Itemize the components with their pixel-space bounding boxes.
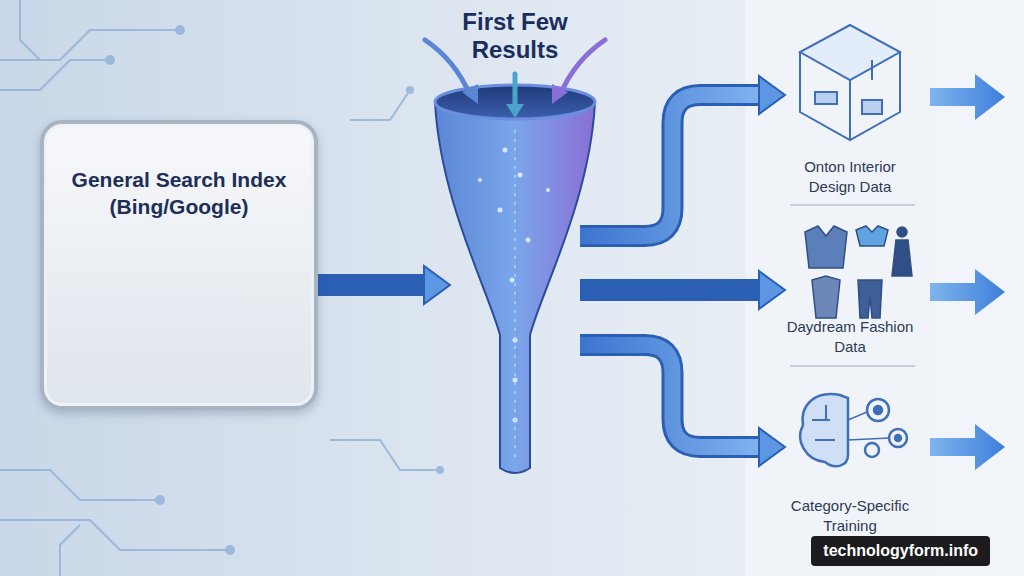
fashion-icon [805, 226, 912, 318]
decor-shape [815, 92, 837, 104]
decor-shape [805, 226, 847, 268]
arrow-outline [580, 279, 759, 301]
node-label: Onton Interior Design Data [785, 157, 915, 196]
decor-shape [506, 104, 524, 118]
decor-shape [790, 365, 915, 367]
decor-shape [425, 40, 470, 95]
right-band [745, 0, 1024, 576]
flow-arrow [580, 76, 785, 236]
decor-shape [176, 26, 184, 34]
room-icon [800, 25, 900, 140]
decor-shape [526, 238, 531, 243]
decor-shape [812, 405, 835, 440]
arrow-body [580, 282, 759, 298]
decor-shape [0, 30, 180, 60]
decor-shape [897, 227, 907, 237]
decor-shape [552, 84, 568, 104]
arrow-head [759, 76, 785, 114]
decor-shape [510, 278, 515, 283]
decor-shape [745, 0, 1024, 576]
category-node: Category-Specific Training [785, 372, 915, 537]
decor-shape [812, 276, 840, 318]
decor-shape [848, 438, 889, 440]
decor-shape [874, 406, 882, 414]
decor-shape [849, 80, 851, 140]
category-node: Daydream Fashion Data [785, 212, 915, 360]
decor-shape [930, 424, 1005, 470]
decor-shape [546, 188, 550, 192]
funnel-node: First Few Results [450, 8, 580, 478]
decor-shape [865, 443, 879, 457]
category-node: Onton Interior Design Data [785, 20, 915, 200]
decor-shape [895, 435, 901, 441]
decor-shape [330, 440, 440, 470]
decor-shape [498, 208, 503, 213]
arrow-head [424, 266, 450, 304]
arrow-head [759, 428, 785, 466]
decor-shape [800, 52, 900, 140]
decor-shape [462, 84, 478, 104]
decor-shape [106, 56, 114, 64]
search-index-panel: General Search Index (Bing/Google) [40, 120, 318, 410]
node-label: General Search Index (Bing/Google) [60, 166, 298, 221]
funnel [435, 85, 595, 473]
funnel-title: First Few Results [450, 8, 580, 63]
decor-shape [226, 546, 234, 554]
decor-shape [790, 204, 915, 206]
flow-arrow [580, 345, 785, 466]
decor-shape [478, 178, 482, 182]
decor-shape [848, 412, 867, 420]
decor-shape [930, 74, 1005, 120]
arrow-outline [580, 345, 759, 447]
decor-shape [435, 102, 595, 473]
decor-shape [856, 226, 888, 246]
decor-shape [800, 394, 848, 466]
arrow-head [759, 271, 785, 309]
exit-arrows [930, 74, 1005, 470]
decor-shape [437, 467, 443, 473]
decor-shape [892, 240, 912, 276]
arrow-outline [580, 95, 759, 236]
decor-shape [407, 87, 413, 93]
decor-shape [503, 148, 508, 153]
decor-shape [20, 0, 40, 60]
decor-shape [350, 90, 410, 120]
decor-shape [0, 520, 230, 550]
node-label: Daydream Fashion Data [785, 317, 915, 356]
decor-shape [514, 130, 516, 460]
watermark: technologyform.info [811, 536, 990, 566]
arrow-body [580, 345, 759, 447]
decor-shape [478, 148, 550, 423]
decor-shape [560, 40, 605, 95]
decor-shape [0, 470, 160, 500]
decor-shape [0, 60, 110, 90]
decor-shape [871, 60, 873, 80]
decor-shape [60, 525, 80, 576]
arrow-outline [318, 274, 424, 296]
brain-gear-icon [800, 394, 907, 466]
decor-shape [513, 74, 518, 108]
decor-shape [930, 269, 1005, 315]
decor-shape [862, 100, 882, 114]
decor-shape [889, 429, 907, 447]
circuit-lines [0, 0, 443, 576]
decor-shape [518, 173, 523, 178]
decor-shape [156, 496, 164, 504]
flow-arrow [318, 266, 450, 304]
decor-shape [867, 399, 889, 421]
arrow-body [318, 277, 424, 293]
decor-shape [858, 280, 882, 318]
decor-shape [800, 25, 900, 80]
arrow-body [580, 95, 759, 236]
node-label: Category-Specific Training [785, 496, 915, 535]
decor-shape [513, 378, 518, 383]
flow-arrow [580, 271, 785, 309]
